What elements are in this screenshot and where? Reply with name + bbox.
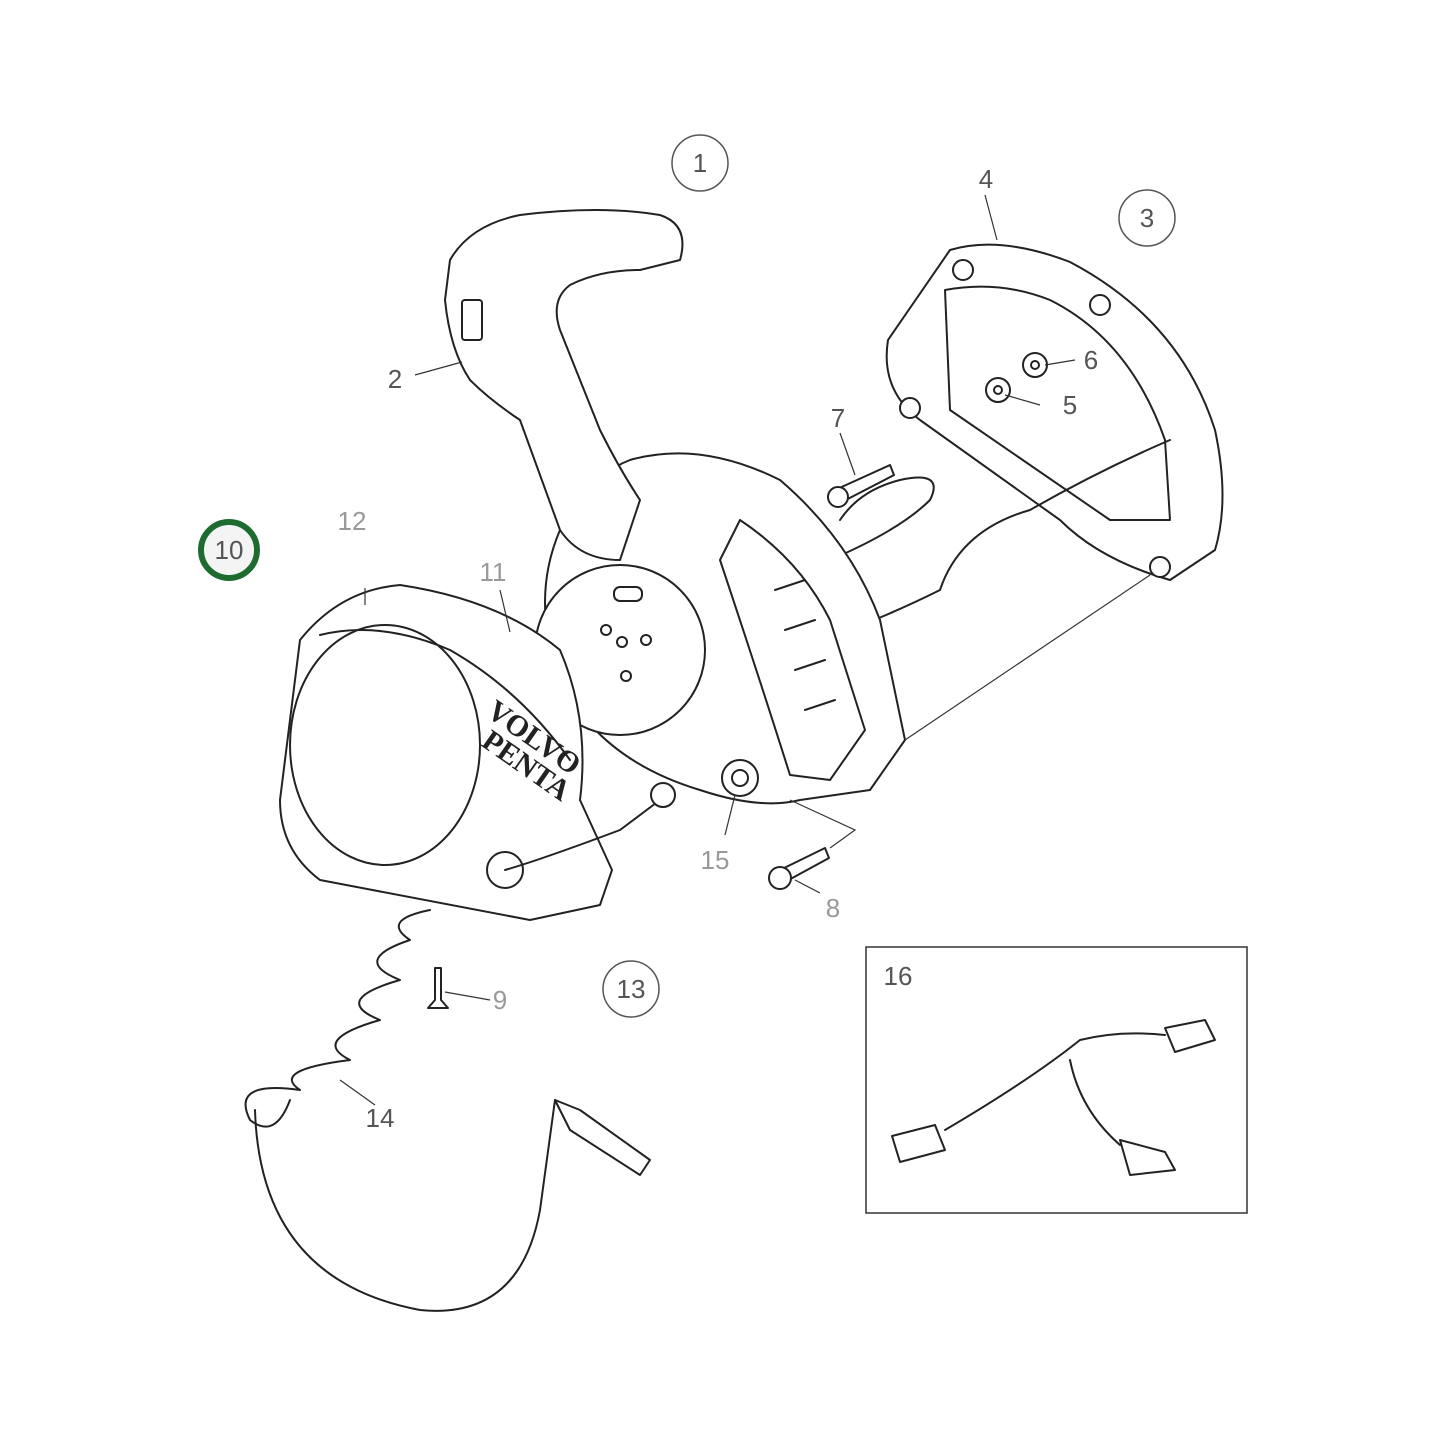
callout-10[interactable]: 10	[198, 519, 260, 581]
stop-switch	[721, 759, 759, 797]
callout-11[interactable]: 11	[480, 557, 507, 587]
svg-text:4: 4	[979, 164, 993, 194]
svg-text:15: 15	[701, 845, 730, 875]
callout-3[interactable]: 3	[1118, 189, 1176, 247]
svg-text:11: 11	[480, 557, 507, 587]
callout-14[interactable]: 14	[366, 1103, 395, 1133]
control-body	[534, 452, 906, 805]
svg-text:16: 16	[884, 961, 913, 991]
callout-13[interactable]: 13	[602, 960, 660, 1018]
svg-text:6: 6	[1084, 345, 1098, 375]
callouts: 1 2 3 4 5 6 7 8 9 10 11 12 13 14 15 16	[198, 134, 1176, 1133]
callout-8[interactable]: 8	[826, 893, 840, 923]
svg-text:3: 3	[1140, 203, 1154, 233]
callout-16[interactable]: 16	[884, 961, 913, 991]
svg-text:8: 8	[826, 893, 840, 923]
callout-7[interactable]: 7	[831, 403, 845, 433]
mounting-plate	[885, 243, 1224, 581]
inset-box-harness	[865, 946, 1248, 1214]
svg-text:1: 1	[693, 148, 707, 178]
svg-text:12: 12	[338, 506, 367, 536]
svg-text:14: 14	[366, 1103, 395, 1133]
svg-text:5: 5	[1063, 390, 1077, 420]
svg-text:9: 9	[493, 985, 507, 1015]
callout-6[interactable]: 6	[1084, 345, 1098, 375]
callout-5[interactable]: 5	[1063, 390, 1077, 420]
screw-9	[427, 967, 449, 1009]
callout-4[interactable]: 4	[979, 164, 993, 194]
svg-text:2: 2	[388, 364, 402, 394]
svg-text:7: 7	[831, 403, 845, 433]
callout-2[interactable]: 2	[388, 364, 402, 394]
cable	[849, 439, 1171, 631]
svg-text:10: 10	[215, 535, 244, 565]
svg-text:13: 13	[617, 974, 646, 1004]
lever-handle	[444, 209, 684, 561]
callout-9[interactable]: 9	[493, 985, 507, 1015]
callout-1[interactable]: 1	[671, 134, 729, 192]
cover: VOLVO PENTA	[279, 584, 613, 921]
leader-lines	[339, 194, 1151, 1106]
lanyard-coil	[244, 782, 676, 1312]
callout-15[interactable]: 15	[701, 845, 730, 875]
callout-12[interactable]: 12	[338, 506, 367, 536]
